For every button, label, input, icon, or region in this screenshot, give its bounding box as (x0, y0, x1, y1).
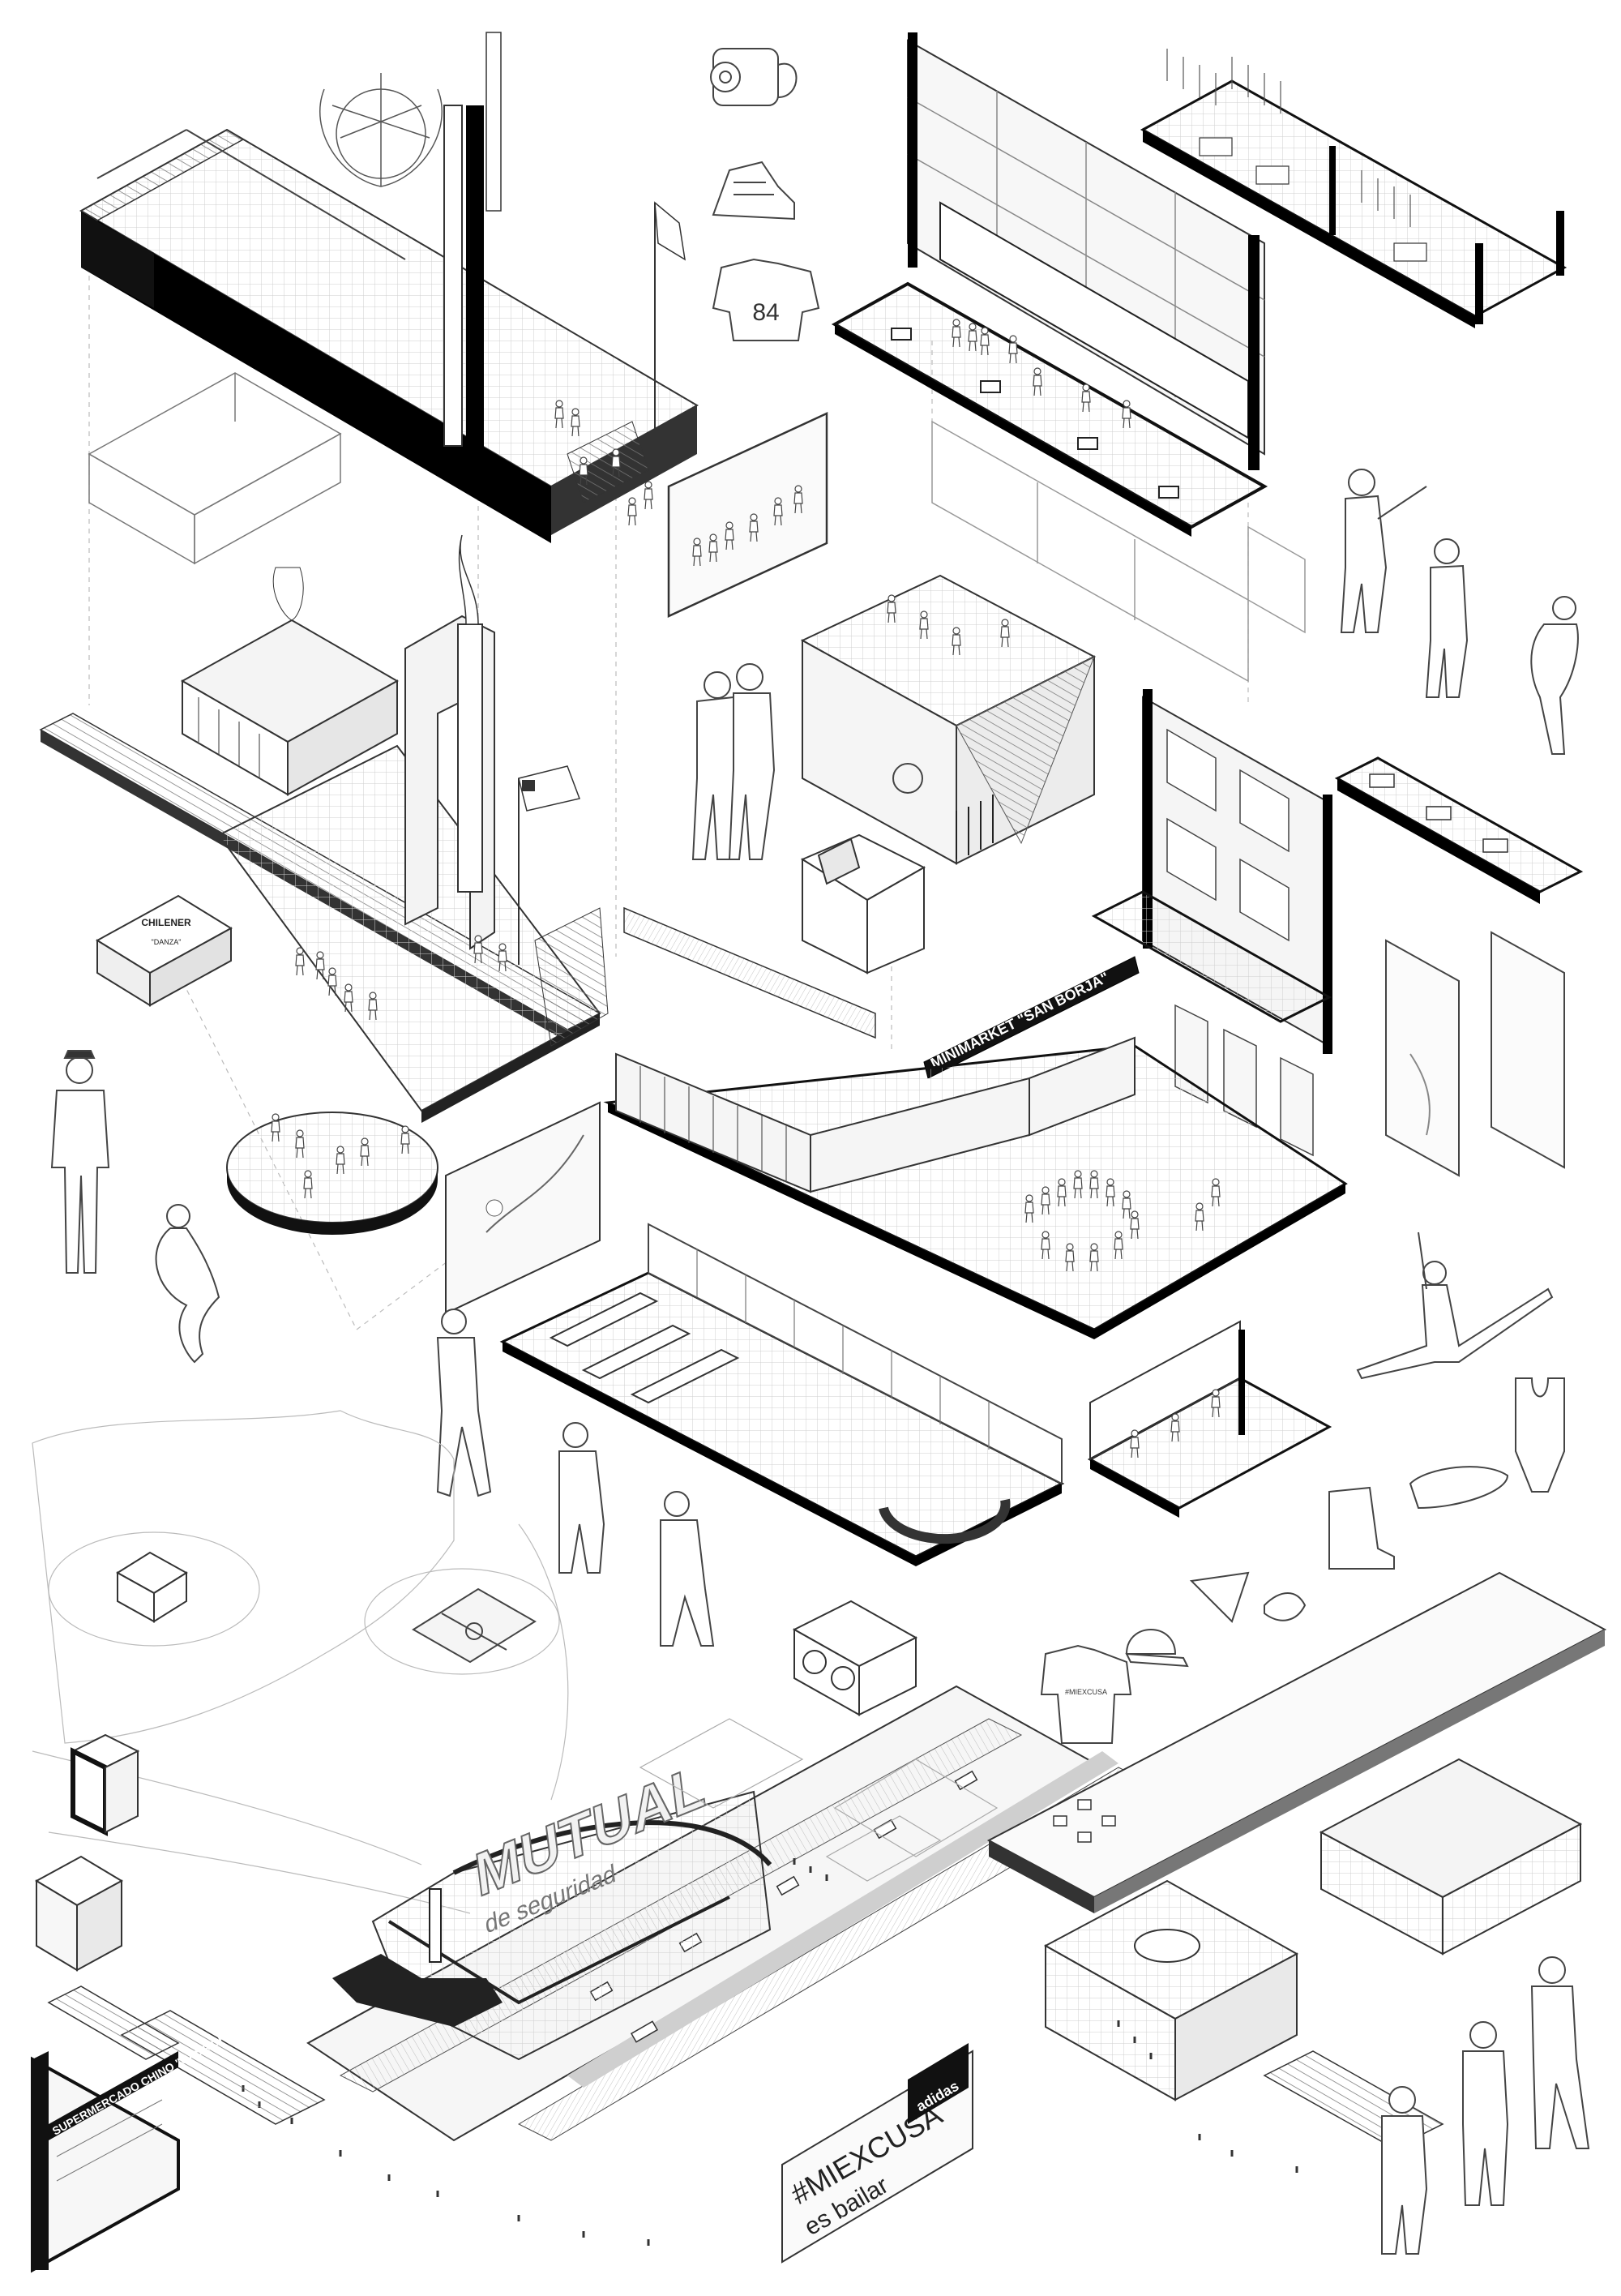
collage-panel (667, 412, 828, 618)
tshirt-text: #MIEXCUSA (1065, 1688, 1107, 1696)
cap-icon (1125, 1629, 1189, 1668)
gallery-deck (499, 1223, 1065, 1566)
rooftop-building (800, 574, 1097, 865)
round-platform (226, 1112, 438, 1235)
security-guard-figure (50, 1050, 110, 1274)
monument-plaza (39, 534, 609, 1123)
jersey-number: 84 (752, 299, 779, 326)
curtain-panels (1385, 931, 1565, 1177)
basketball-court (412, 1587, 537, 1664)
sneaker-icon (712, 161, 795, 221)
crouching-dancer-figure (155, 1204, 220, 1364)
dance-poster-frame (445, 1101, 601, 1315)
music-shop-section (1140, 49, 1568, 328)
monument-plaza-section (79, 32, 699, 543)
boot-icon (1328, 1486, 1395, 1570)
grid-building-right (1319, 1758, 1583, 1955)
street-banner (623, 906, 876, 1039)
glass-facade-light (931, 420, 1306, 683)
kiosk (116, 1551, 188, 1623)
flag-icon (654, 201, 686, 261)
apartment-facade (1091, 689, 1332, 1054)
desks-section (1334, 756, 1584, 904)
stadium (332, 1790, 772, 2061)
transit-roof (986, 1571, 1607, 1913)
glass-block-building (1043, 1879, 1299, 2101)
dance-studio (1087, 1320, 1332, 1518)
dancers-right (1340, 469, 1579, 755)
city-aerial-map: MUTUAL de seguridad (32, 1410, 1607, 2246)
plaque-title: CHILENER (141, 917, 191, 928)
jersey-icon: 84 (712, 258, 820, 341)
couple-figure (691, 663, 776, 860)
leaping-dancer-figure (1356, 1232, 1554, 1380)
leotard-icon (1515, 1377, 1565, 1493)
booth-boxes (34, 1733, 140, 1972)
schoolyard (603, 1036, 1348, 1339)
facade-with-window (831, 32, 1268, 537)
dancers-bottom-right (1381, 1956, 1590, 2255)
plaque-sub: "DANZA" (152, 938, 182, 946)
medal-icon (319, 73, 443, 187)
photo-booth-machine (800, 833, 926, 975)
tshirt-icon: #MIEXCUSA (1040, 1644, 1132, 1744)
glass-box (88, 372, 342, 565)
film-reel-icon (710, 48, 798, 106)
ballet-shoe-icon (1409, 1466, 1509, 1510)
bandana-icon (1189, 1571, 1307, 1623)
dancers-group-left (436, 1309, 715, 1647)
pavilion-building (180, 567, 400, 796)
plaque: CHILENER "DANZA" (96, 894, 233, 1007)
speaker-icon (792, 1600, 918, 1716)
hashtag-poster: #MIEXCUSA es bailar adidas (781, 2043, 973, 2264)
chile-flag (518, 765, 581, 812)
